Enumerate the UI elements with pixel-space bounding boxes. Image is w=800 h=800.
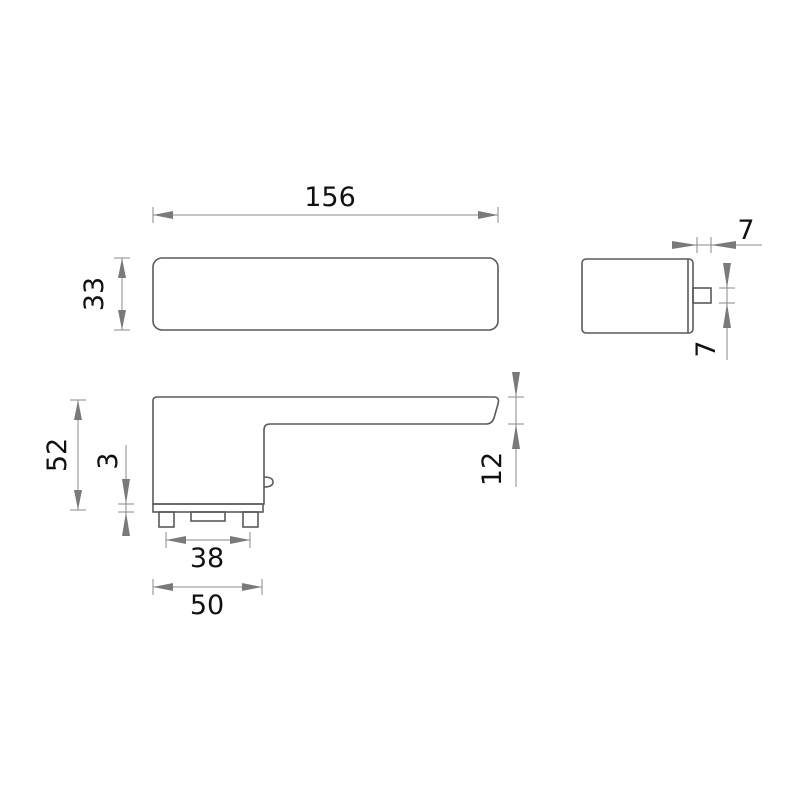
dim-arrows — [122, 479, 130, 536]
lever-pin — [263, 476, 274, 488]
dim-3-label: 3 — [93, 452, 124, 469]
dim-33-label: 33 — [79, 277, 110, 311]
base-plate — [152, 503, 264, 513]
dim-7-top-label: 7 — [737, 215, 754, 246]
lever-front-view — [152, 396, 500, 505]
rose-side-view — [581, 258, 694, 334]
dim-50-label: 50 — [190, 590, 224, 621]
dim-52-label: 52 — [42, 438, 73, 472]
base-slot — [190, 511, 226, 522]
base-leg-left — [158, 511, 175, 528]
dim-arrows — [512, 372, 520, 449]
dim-7-side-label: 7 — [691, 340, 722, 357]
dim-arrows — [672, 241, 736, 249]
dim-38-label: 38 — [190, 543, 224, 574]
base-leg-right — [242, 511, 259, 528]
dim-12-label: 12 — [477, 452, 508, 486]
dim-156-label: 156 — [304, 182, 356, 213]
dim-arrows — [723, 263, 731, 328]
rose-top-view — [152, 257, 499, 331]
spindle — [692, 287, 712, 304]
